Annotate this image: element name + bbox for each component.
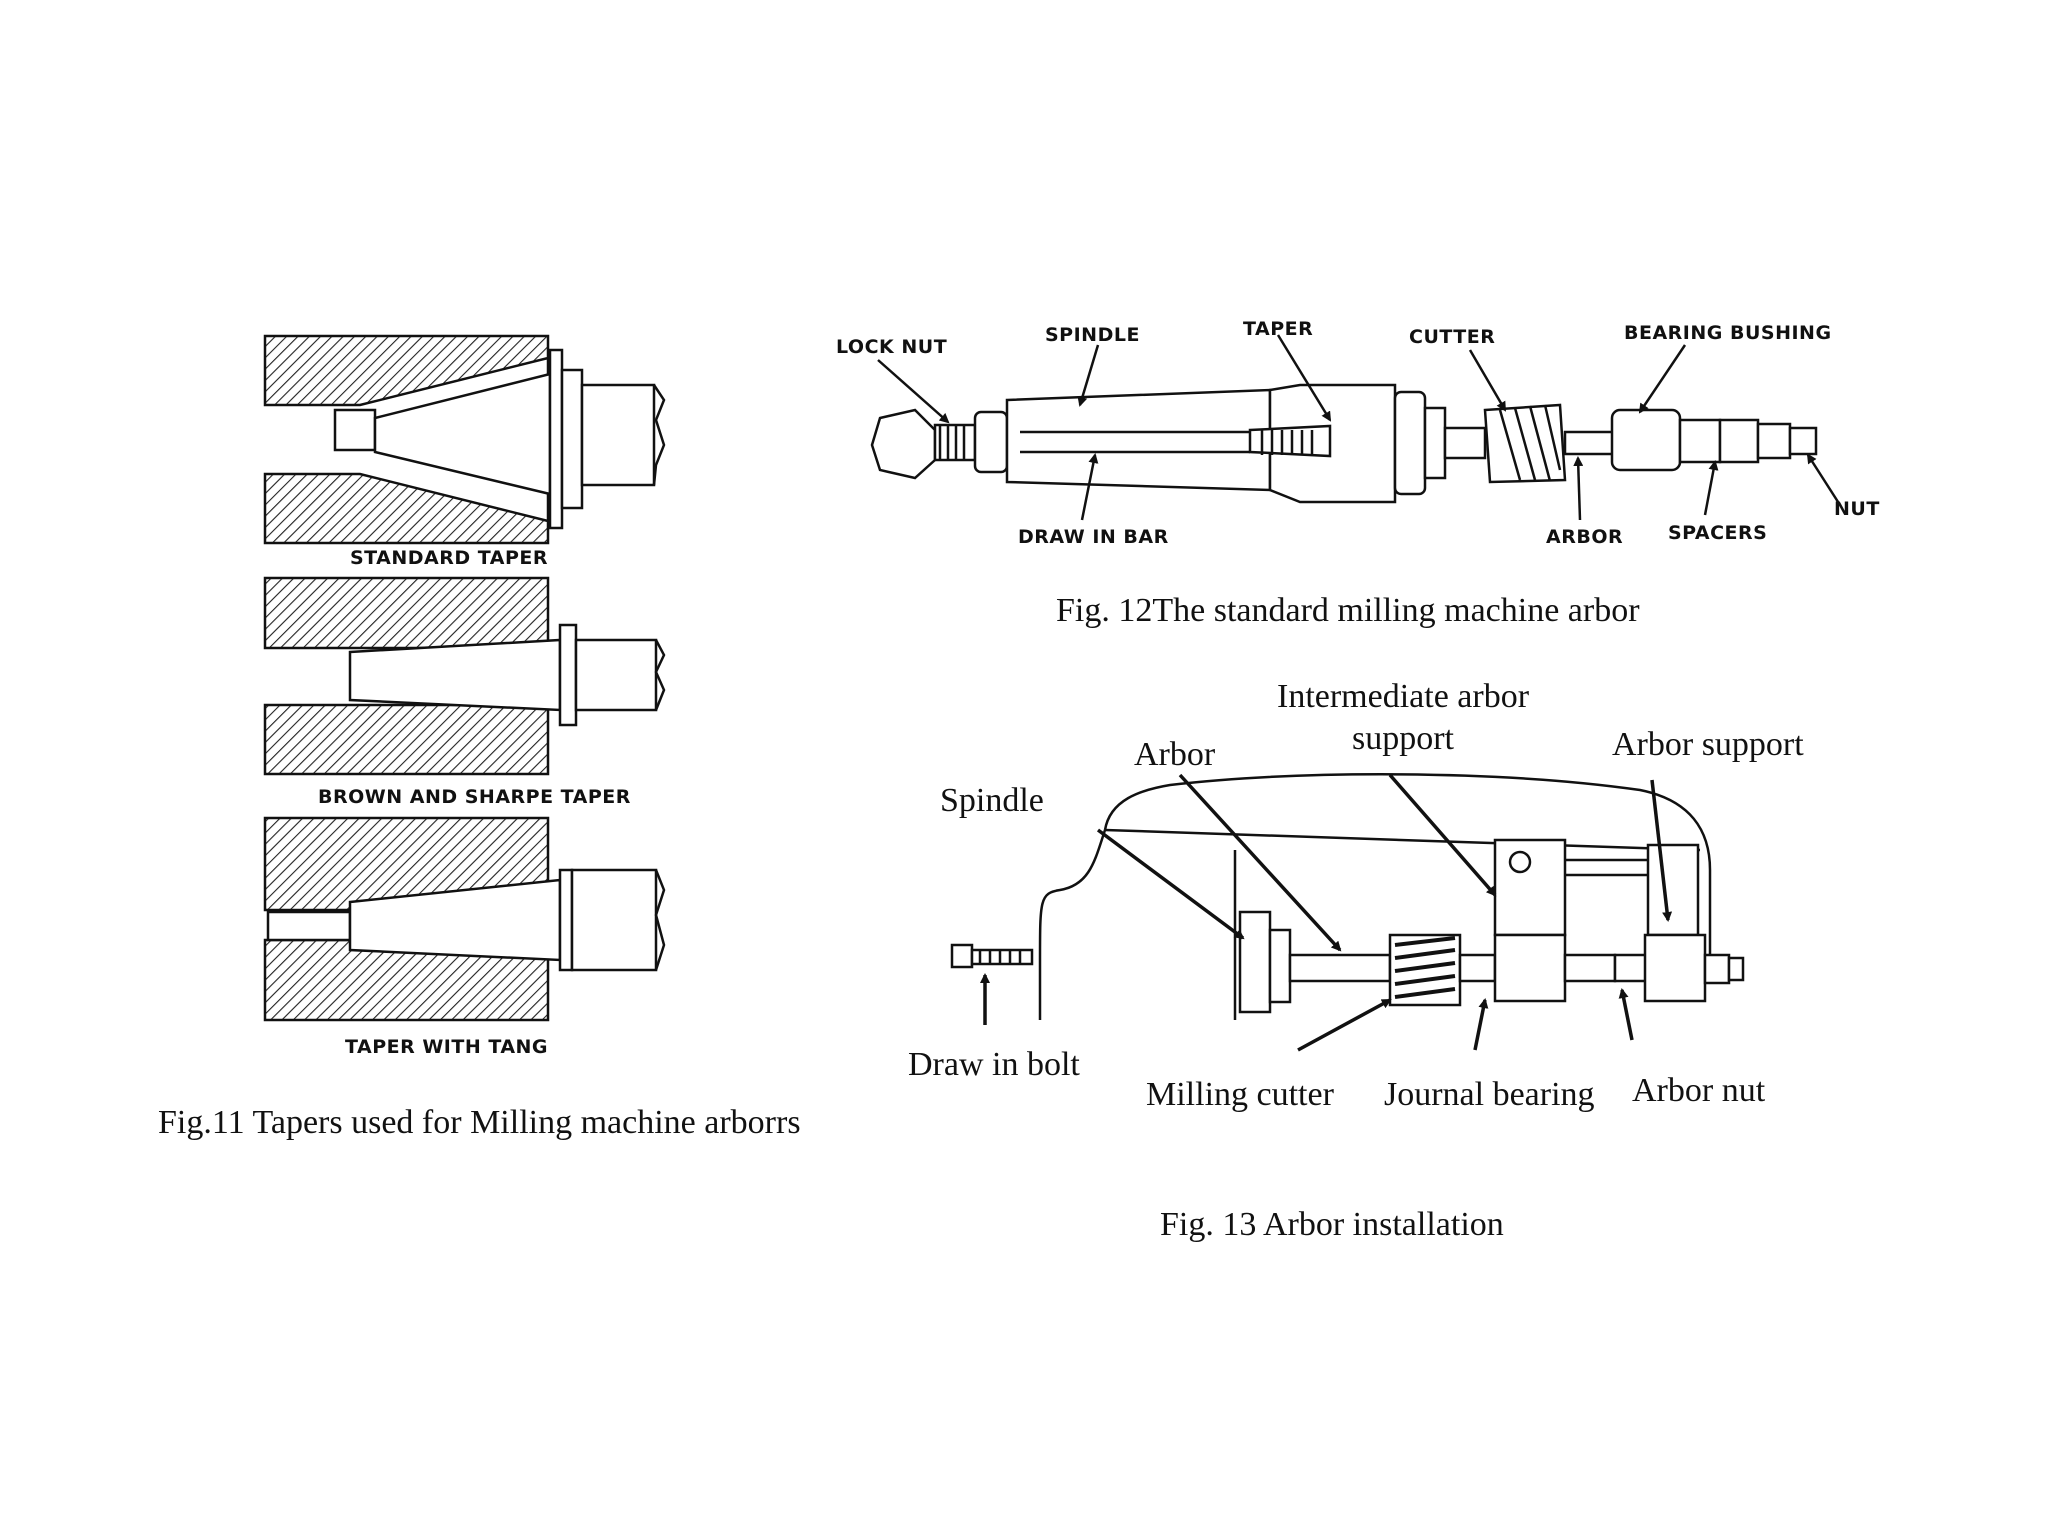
spindle-label: SPINDLE (1045, 324, 1140, 346)
milling-cutter-label: Milling cutter (1146, 1076, 1334, 1113)
arbor-label-fig12: ARBOR (1546, 526, 1624, 548)
fig13-leader-lines (980, 773, 1673, 1052)
brown-sharpe-taper-label: BROWN AND SHARPE TAPER (318, 786, 631, 808)
fig12-leader-lines (877, 334, 1842, 521)
journal-bearing-label: Journal bearing (1384, 1076, 1595, 1113)
lock-nut-label: LOCK NUT (836, 336, 948, 358)
taper-label: TAPER (1243, 318, 1314, 340)
cutter-label: CUTTER (1409, 326, 1496, 348)
draw-in-bar-label: DRAW IN BAR (1018, 526, 1169, 548)
brown-sharpe-taper-drawing (263, 576, 666, 776)
fig13-caption: Fig. 13 Arbor installation (1160, 1206, 1504, 1243)
spindle-label-fig13: Spindle (940, 782, 1044, 819)
intermediate-arbor-label-line2: support (1352, 720, 1454, 757)
draw-in-bolt-label: Draw in bolt (908, 1046, 1080, 1083)
spacers-label: SPACERS (1668, 522, 1768, 544)
arbor-label-fig13: Arbor (1134, 736, 1216, 773)
intermediate-arbor-label-line1: Intermediate arbor (1277, 678, 1530, 715)
arbor-support-label: Arbor support (1612, 726, 1804, 763)
nut-label: NUT (1834, 498, 1880, 520)
standard-arbor-drawing (870, 383, 1818, 504)
standard-taper-label: STANDARD TAPER (350, 547, 548, 569)
fig11-caption: Fig.11 Tapers used for Milling machine a… (158, 1104, 801, 1141)
taper-with-tang-drawing (263, 816, 666, 1022)
arbor-installation-drawing (950, 773, 1745, 1020)
standard-taper-drawing (263, 334, 666, 545)
arbor-nut-label: Arbor nut (1632, 1072, 1766, 1109)
bearing-bushing-label: BEARING BUSHING (1624, 322, 1832, 344)
fig12-caption: Fig. 12The standard milling machine arbo… (1056, 592, 1640, 629)
taper-with-tang-label: TAPER WITH TANG (345, 1036, 549, 1058)
